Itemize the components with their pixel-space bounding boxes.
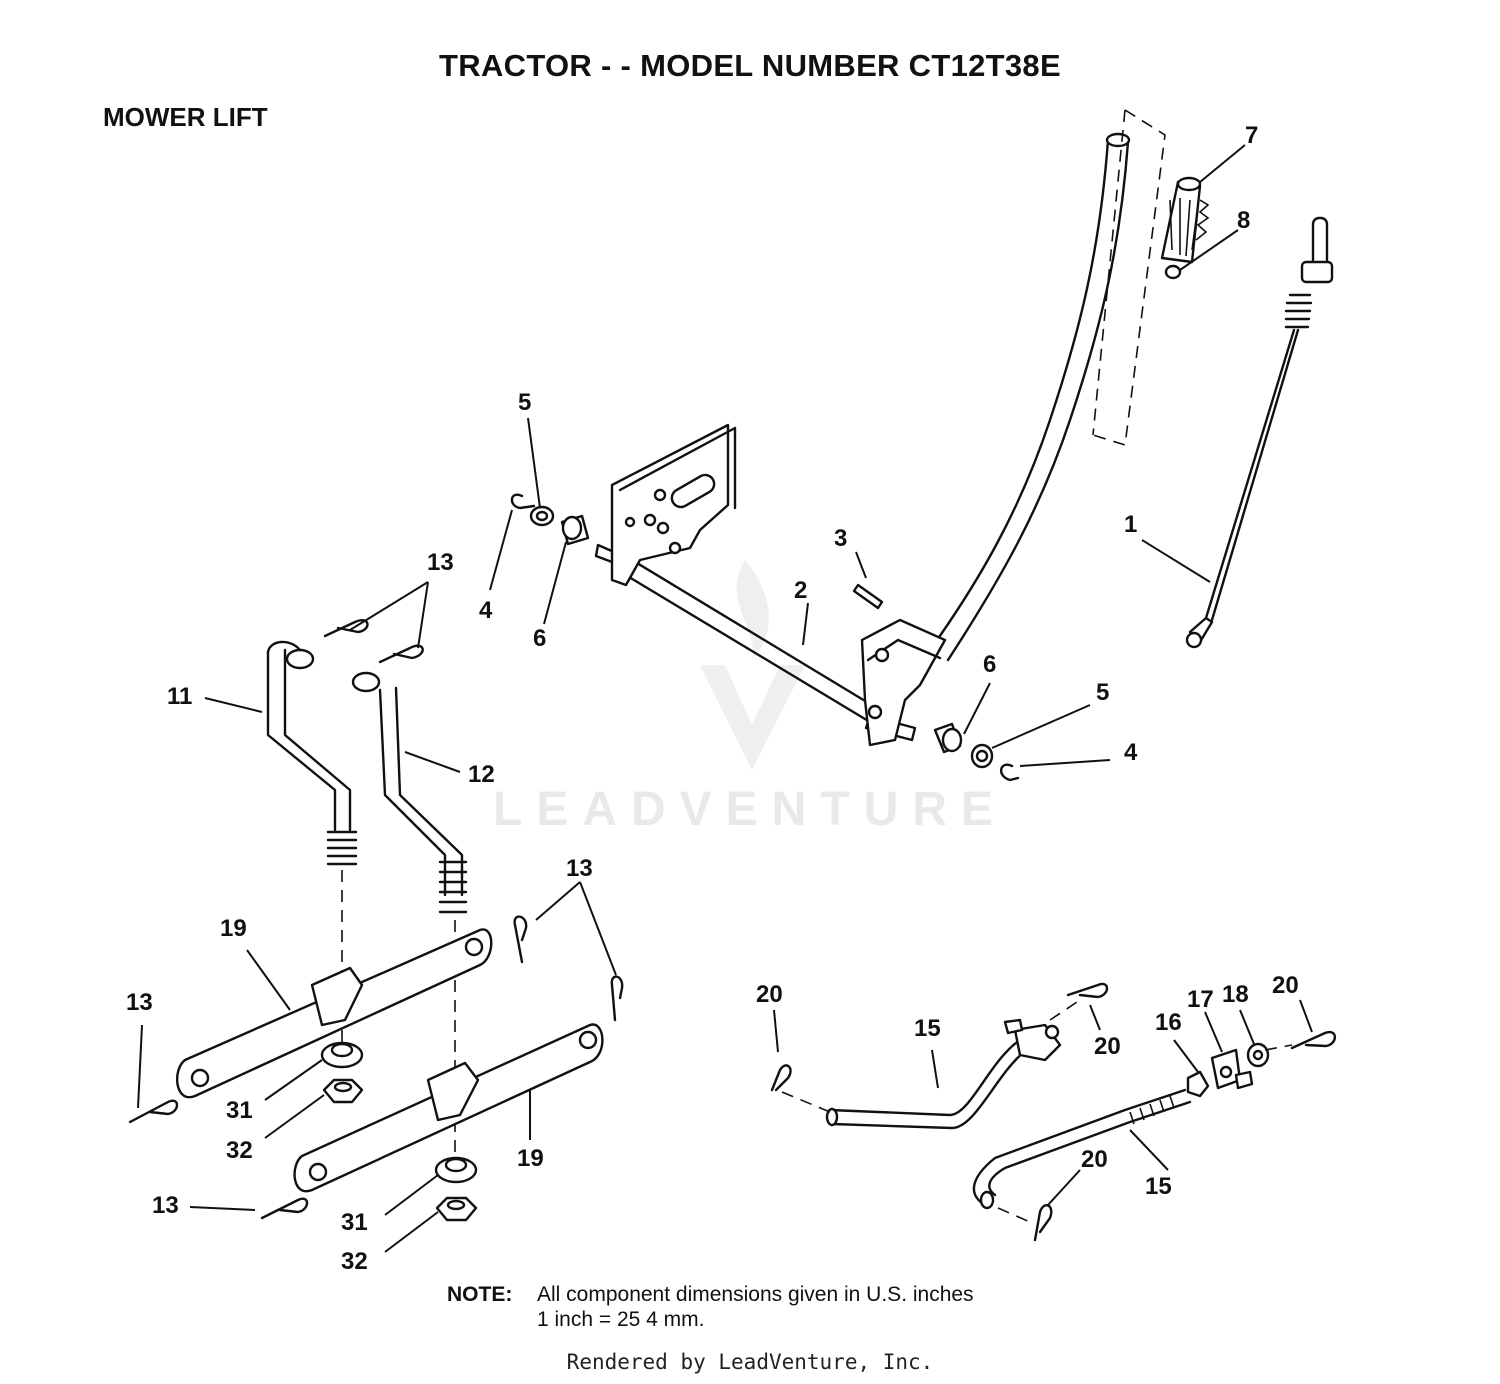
callout-13: 13 [152, 1192, 179, 1219]
part-lift-rod [1185, 216, 1334, 649]
callout-31: 31 [226, 1097, 253, 1124]
part-lift-link-right [351, 671, 468, 914]
part-lift-arm-upper [176, 928, 493, 1099]
callout-3: 3 [834, 525, 847, 552]
part-cap [1164, 264, 1182, 280]
watermark-text: LEADVENTURE [492, 783, 1008, 836]
note-block: NOTE: All component dimensions given in U… [447, 1282, 974, 1332]
callout-16: 16 [1155, 1009, 1182, 1036]
callout-31: 31 [341, 1209, 368, 1236]
phantom-outline-inner [1092, 109, 1126, 436]
part-lift-link-left [266, 640, 358, 866]
rod-axis-lower [997, 1207, 1031, 1223]
callout-20: 20 [1081, 1146, 1108, 1173]
callout-7: 7 [1245, 122, 1258, 149]
callout-5: 5 [518, 389, 531, 416]
callout-15: 15 [1145, 1173, 1172, 1200]
part-hardware-left [510, 493, 590, 546]
callout-11: 11 [167, 683, 192, 710]
callout-5: 5 [1096, 679, 1109, 706]
callout-17: 17 [1187, 986, 1214, 1013]
part-grip [1160, 176, 1210, 264]
callout-4: 4 [1124, 739, 1138, 766]
leader-lines [137, 144, 1313, 1253]
callout-19: 19 [517, 1145, 544, 1172]
callout-13: 13 [126, 989, 153, 1016]
page-title: TRACTOR - - MODEL NUMBER CT12T38E [439, 48, 1061, 83]
callout-20: 20 [756, 981, 783, 1008]
note-label: NOTE: [447, 1283, 513, 1306]
part-lift-link-rod-upper [825, 1018, 1062, 1130]
part-key [852, 583, 884, 610]
part-mount-plate [610, 423, 737, 587]
callout-19: 19 [220, 915, 247, 942]
rod-axis-upper [781, 1091, 831, 1113]
callout-18: 18 [1222, 981, 1249, 1008]
callout-32: 32 [226, 1137, 253, 1164]
callout-12: 12 [468, 761, 495, 788]
rod-axis-upper-right [1049, 999, 1081, 1021]
watermark-logo [700, 560, 805, 770]
callout-8: 8 [1237, 207, 1250, 234]
part-washer-nut-left [320, 1041, 364, 1104]
callout-2: 2 [794, 577, 807, 604]
part-lift-link-rod-lower [972, 1088, 1192, 1210]
note-line-1: All component dimensions given in U.S. i… [537, 1283, 974, 1306]
callout-4: 4 [479, 597, 493, 624]
phantom-outline [1092, 109, 1166, 447]
callout-1: 1 [1124, 511, 1137, 538]
callout-13: 13 [427, 549, 454, 576]
callout-20: 20 [1272, 972, 1299, 999]
part-cotter-pins [770, 982, 1337, 1242]
part-lift-handle [860, 132, 1131, 747]
footer-credit: Rendered by LeadVenture, Inc. [566, 1350, 934, 1374]
callout-32: 32 [341, 1248, 368, 1275]
note-line-2: 1 inch = 25 4 mm. [537, 1308, 705, 1331]
section-title: MOWER LIFT [103, 102, 268, 132]
part-washer-nut-right [434, 1156, 478, 1222]
callout-15: 15 [914, 1015, 941, 1042]
rod-axis-lower-right [1264, 1044, 1293, 1051]
callout-6: 6 [533, 625, 546, 652]
callout-6: 6 [983, 651, 996, 678]
part-hairpin-clips [128, 619, 624, 1220]
part-lift-arm-lower [293, 1023, 604, 1193]
callout-20: 20 [1094, 1033, 1121, 1060]
part-hardware-right [933, 722, 1020, 782]
part-ferrule-assembly [1186, 1042, 1270, 1098]
callout-labels: 1 2 3 4 4 5 5 6 6 7 8 11 12 13 13 13 13 … [126, 122, 1299, 1275]
callout-13: 13 [566, 855, 593, 882]
